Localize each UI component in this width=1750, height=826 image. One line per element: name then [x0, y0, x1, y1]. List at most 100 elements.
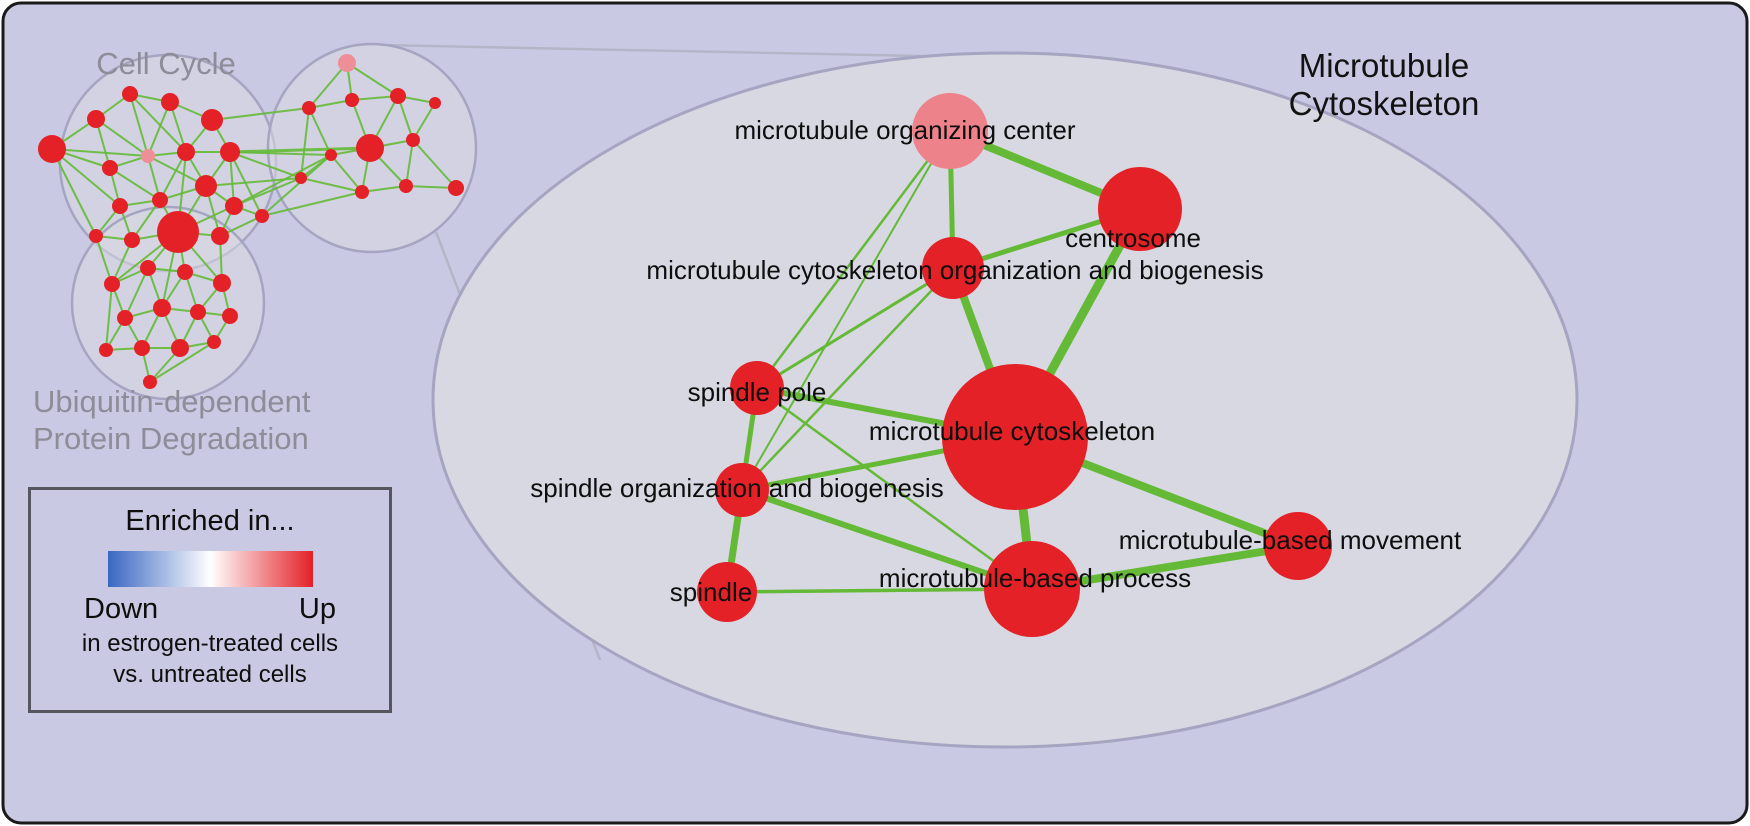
- overview-node: [177, 143, 195, 161]
- overview-node: [102, 160, 118, 176]
- overview-node: [225, 197, 243, 215]
- overview-node: [89, 229, 103, 243]
- overview-nodes: [38, 54, 464, 389]
- overview-node: [195, 175, 217, 197]
- detail-node-label-spole: spindle pole: [688, 377, 827, 407]
- overview-node: [325, 149, 337, 161]
- detail-node-label-mcyto: microtubule cytoskeleton: [869, 416, 1155, 446]
- overview-edge: [159, 151, 187, 201]
- overview-node: [124, 232, 140, 248]
- detail-node-label-spindle: spindle: [670, 577, 752, 607]
- detail-nodes: [697, 93, 1332, 637]
- overview-edge: [229, 151, 263, 217]
- overview-node: [302, 101, 316, 115]
- overview-edge: [330, 154, 363, 193]
- overview-node: [220, 142, 240, 162]
- overview-node: [140, 260, 156, 276]
- detail-node-spole: [730, 361, 784, 415]
- overview-node: [141, 149, 155, 163]
- detail-node-centrosome: [1098, 167, 1182, 251]
- legend-down-label: Down: [84, 593, 159, 625]
- detail-edge-moc-sorg: [741, 130, 951, 491]
- detail-node-label-mco: microtubule cytoskeleton organization an…: [646, 255, 1263, 285]
- detail-node-mco: [922, 237, 984, 299]
- overview-edge: [105, 283, 113, 351]
- overview-node: [211, 227, 229, 245]
- detail-node-sorg: [715, 463, 769, 517]
- overview-edge: [51, 148, 149, 157]
- overview-node: [406, 133, 420, 147]
- overview-edge: [131, 199, 161, 241]
- overview-node: [171, 339, 189, 357]
- overview-edge: [300, 107, 310, 179]
- overview-node: [295, 172, 307, 184]
- overview-node: [355, 185, 369, 199]
- overview-node: [399, 179, 413, 193]
- cell-cycle-cluster-label: Cell Cycle: [96, 46, 236, 81]
- detail-node-label-sorg: spindle organization and biogenesis: [530, 473, 943, 503]
- overview-edge: [51, 148, 97, 237]
- detail-edge-spindle-mproc: [726, 587, 1033, 594]
- overview-node: [190, 304, 206, 320]
- overview-node: [429, 97, 441, 109]
- overview-node: [390, 88, 406, 104]
- legend-up-label: Up: [298, 593, 336, 625]
- overview-edge: [129, 93, 149, 157]
- overview-node: [213, 274, 231, 292]
- overview-edge: [109, 167, 161, 201]
- detail-edge-spole-mproc: [756, 386, 1033, 591]
- overview-edge: [111, 239, 133, 285]
- overview-node: [87, 110, 105, 128]
- overview-edge: [405, 185, 457, 189]
- overview-node: [356, 134, 384, 162]
- overview-edge: [261, 191, 363, 217]
- detail-node-mcyto: [942, 364, 1088, 510]
- detail-edge-mco-spole: [756, 266, 954, 390]
- overview-node: [201, 109, 223, 131]
- overview-node: [152, 192, 168, 208]
- detail-node-mproc: [984, 541, 1080, 637]
- legend-endpoint-labels: Down Up: [84, 593, 336, 626]
- overview-edge: [211, 107, 310, 121]
- overview-edge: [233, 177, 302, 207]
- detail-node-label-mproc: microtubule-based process: [879, 563, 1191, 593]
- overview-node: [338, 54, 356, 72]
- legend-gradient-bar: [107, 551, 313, 587]
- overview-node: [207, 335, 221, 349]
- overview-node: [143, 375, 157, 389]
- detail-edge-moc-spole: [756, 130, 951, 389]
- overview-node: [38, 135, 66, 163]
- legend-box: Enriched in... Down Up in estrogen-treat…: [28, 487, 392, 713]
- overview-edge: [261, 154, 332, 217]
- detail-node-labels: microtubule organizing centercentrosomem…: [530, 115, 1462, 607]
- zoom-callout-line: [379, 43, 1021, 60]
- overview-edge: [308, 107, 332, 156]
- overview-node: [112, 198, 128, 214]
- overview-edge: [229, 151, 302, 179]
- overview-edge: [308, 62, 348, 109]
- overview-node: [448, 180, 464, 196]
- overview-edge: [412, 102, 436, 141]
- overview-edge: [51, 148, 121, 207]
- overview-node: [222, 308, 238, 324]
- overview-node: [177, 264, 193, 280]
- microtubule-cluster-title-line2: Cytoskeleton: [1289, 85, 1480, 122]
- overview-edge: [149, 341, 215, 383]
- overview-edge: [229, 146, 371, 154]
- legend-subtitle-line2: vs. untreated cells: [113, 661, 307, 688]
- legend-title: Enriched in...: [125, 505, 295, 537]
- overview-node: [99, 343, 113, 357]
- overview-edge: [308, 99, 353, 109]
- ubiquitin-cluster-label-line2: Protein Degradation: [33, 421, 309, 456]
- detail-node-moc: [912, 93, 988, 169]
- overview-edge: [95, 118, 149, 157]
- overview-edge: [129, 93, 187, 153]
- detail-node-mmove: [1264, 512, 1332, 580]
- overview-edge: [405, 139, 414, 187]
- overview-node: [161, 93, 179, 111]
- overview-node: [157, 211, 199, 253]
- overview-node: [255, 209, 269, 223]
- detail-node-label-centrosome: centrosome: [1065, 223, 1201, 253]
- legend-subtitle-line1: in estrogen-treated cells: [81, 630, 339, 657]
